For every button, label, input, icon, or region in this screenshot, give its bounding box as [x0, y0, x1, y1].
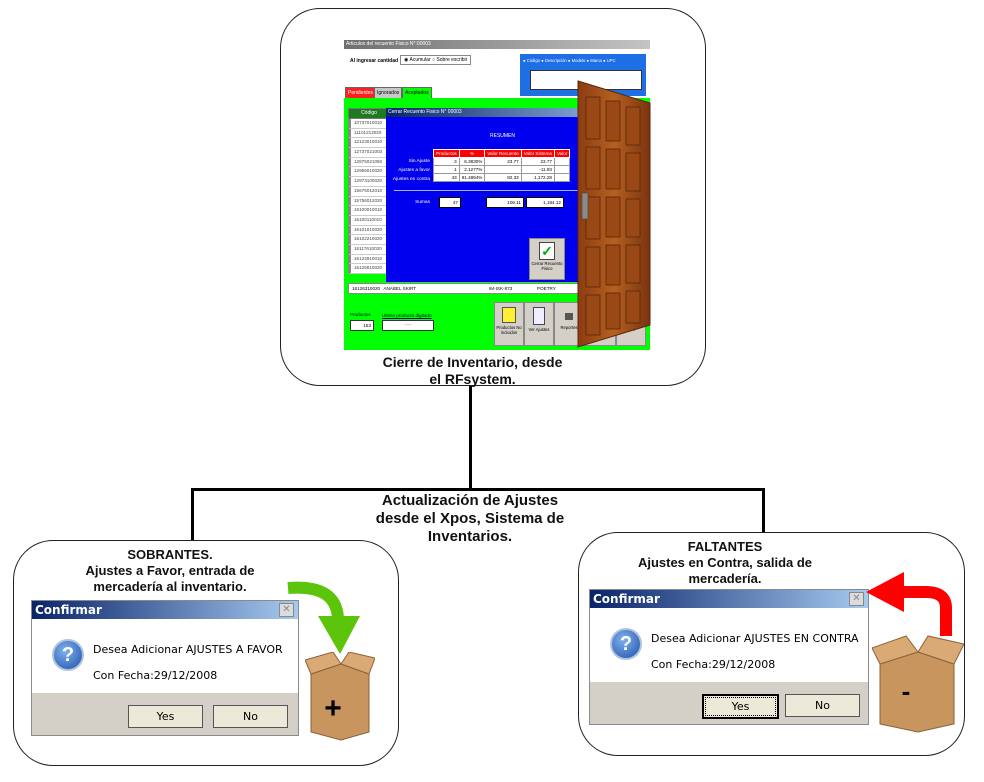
- confirm-dialog-favor: Confirmar ✕ ? Desea Adicionar AJUSTES A …: [31, 600, 299, 736]
- close-icon[interactable]: ✕: [279, 603, 294, 617]
- col-pct: %: [458, 149, 486, 158]
- search-opt-descripcion[interactable]: ● Descripción: [541, 58, 567, 63]
- search-opt-modelo[interactable]: ● Modelo: [567, 58, 586, 63]
- printer-icon: [565, 313, 573, 320]
- dialog-date: Con Fecha:29/12/2008: [651, 658, 776, 671]
- sumas-recuento: 106.11: [486, 197, 524, 208]
- close-count-button[interactable]: ✓ Cerrar Recuento Fisico: [529, 238, 565, 280]
- red-arrow-icon: [866, 572, 952, 636]
- resumen-table: Productos % Valor Recuento Valor Sistema…: [433, 149, 571, 182]
- no-button[interactable]: No: [213, 705, 288, 728]
- col-valor-sistema: Valor Sistema: [520, 149, 555, 158]
- dialog-title: Confirmar: [32, 601, 298, 619]
- no-button[interactable]: No: [785, 694, 860, 717]
- question-icon: ?: [610, 628, 642, 660]
- code-list-item[interactable]: 12737021003: [348, 148, 390, 158]
- box-plus-icon: +: [305, 652, 375, 741]
- sumas-label: Sumas: [415, 200, 430, 205]
- productos-label: Productos: [350, 312, 371, 317]
- box-icon: [502, 307, 516, 323]
- search-opt-upc[interactable]: ● UPC: [603, 58, 616, 63]
- search-opt-codigo[interactable]: ● Código: [523, 58, 540, 63]
- green-arrow-icon: [287, 581, 360, 654]
- top-caption: Cierre de Inventario, desde el RFsystem.: [382, 354, 563, 387]
- dialog-message: Desea Adicionar AJUSTES A FAVOR: [93, 643, 283, 656]
- connector-vertical-top: [469, 386, 472, 490]
- code-list-item[interactable]: 16100010010: [348, 206, 390, 216]
- code-list-item[interactable]: 12973100020: [348, 177, 390, 187]
- resumen-heading: RESUMEN: [490, 133, 516, 139]
- code-list-item[interactable]: 16124910010: [348, 254, 390, 265]
- yes-button[interactable]: Yes: [128, 705, 203, 728]
- close-dialog-title: Cerrar Recuento Fisico N° 00003: [386, 108, 650, 117]
- code-list-item[interactable]: 16102210020: [348, 235, 390, 245]
- code-list-item[interactable]: 12966010020: [348, 167, 390, 178]
- close-icon[interactable]: ✕: [849, 592, 864, 606]
- radio-acumular[interactable]: ◉ Acumular: [404, 57, 431, 63]
- ultimo-label: Ultimo producto digitado: [382, 313, 432, 318]
- right-caption-title: FALTANTES: [687, 539, 763, 554]
- codes-header: Código: [348, 108, 390, 119]
- sumas-productos: 47: [439, 197, 461, 208]
- center-caption: Actualización de Ajustes desde el Xpos, …: [375, 492, 565, 545]
- box-minus-icon: -: [872, 635, 964, 733]
- confirm-dialog-contra: Confirmar ✕ ? Desea Adicionar AJUSTES EN…: [589, 589, 869, 725]
- sumas-sistema: 1,184.12: [526, 197, 564, 208]
- code-list-item[interactable]: 15756012020: [348, 196, 390, 207]
- table-row: 1 2.1277% -11.93: [433, 165, 571, 174]
- row-label-contra: Ajustes en contra: [392, 177, 430, 182]
- dialog-message: Desea Adicionar AJUSTES EN CONTRA: [651, 632, 859, 645]
- left-caption-title: SOBRANTES.: [127, 547, 213, 562]
- table-row: 3 6.3830% 23.77 23.77: [433, 157, 571, 166]
- left-caption-body: Ajustes a Favor, entrada de mercadería a…: [85, 563, 255, 594]
- box-sign: -: [902, 676, 911, 706]
- productos-value: 153: [350, 320, 374, 331]
- col-productos: Productos: [433, 149, 460, 158]
- ultimo-value: ----: [382, 320, 434, 331]
- document-icon: [533, 307, 545, 325]
- connector-horizontal: [191, 488, 764, 491]
- divider: [394, 190, 644, 191]
- check-icon: ✓: [539, 242, 555, 260]
- search-opt-marca[interactable]: ● Marca: [586, 58, 602, 63]
- quantity-label: Al ingresar cantidad: [350, 58, 399, 64]
- quantity-radio-group: ◉ Acumular ○ Sobre escribir: [400, 55, 472, 65]
- row-label-sin-ajuste: Sin Ajuste: [408, 159, 430, 164]
- door-icon: [577, 80, 651, 348]
- rf-title: Articulos del recuento Fisico N°:00003: [344, 40, 650, 49]
- row-label-favor: Ajustes a favor: [398, 168, 430, 173]
- tab-ignorados[interactable]: Ignorados: [374, 87, 403, 99]
- question-icon: ?: [52, 639, 84, 671]
- col-valor: Valor: [553, 149, 571, 158]
- code-list-item[interactable]: 15676012010: [348, 186, 390, 197]
- table-row: 43 91.4894% 82.33 1,172.28: [433, 173, 571, 182]
- dialog-title: Confirmar: [590, 590, 868, 608]
- code-list-item[interactable]: 11101212020: [348, 128, 390, 139]
- code-list-item[interactable]: 16101010020: [348, 225, 390, 236]
- last-row[interactable]: 16126310020 ANABEL SKIRT IM-ISK-873 POET…: [348, 283, 580, 294]
- code-list-item[interactable]: 16100110010: [348, 215, 390, 226]
- col-valor-recuento: Valor Recuento: [484, 149, 522, 158]
- ver-ajustes-button[interactable]: Ver Ajustes: [524, 302, 554, 346]
- code-list-item[interactable]: 12123010010: [348, 138, 390, 149]
- yes-button[interactable]: Yes: [702, 694, 779, 719]
- box-sign: +: [324, 692, 342, 725]
- connector-left-drop: [191, 488, 194, 542]
- code-list-item[interactable]: 16125810020: [348, 264, 390, 274]
- code-list-item[interactable]: 16117610020: [348, 244, 390, 255]
- dialog-date: Con Fecha:29/12/2008: [93, 669, 218, 682]
- code-list-item[interactable]: 12875021050: [348, 157, 390, 168]
- tab-aceptados[interactable]: Aceptados: [402, 87, 432, 99]
- connector-right-drop: [762, 488, 765, 534]
- productos-no-incluidos-button[interactable]: Productos No incluidos: [494, 302, 524, 346]
- right-caption-body: Ajustes en Contra, salida de mercadería.: [637, 555, 813, 586]
- code-list-item[interactable]: 10737010010: [348, 119, 390, 129]
- radio-sobre-escribir[interactable]: ○ Sobre escribir: [432, 57, 468, 63]
